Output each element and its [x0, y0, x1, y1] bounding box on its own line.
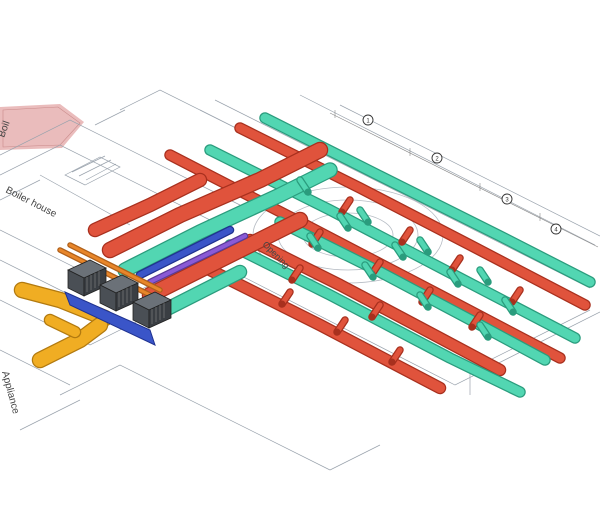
- return-grille-1-end: [399, 253, 407, 261]
- grid-bubble-label: 3: [505, 198, 509, 204]
- stair-icon: [64, 155, 121, 186]
- return-trunk-2: [159, 266, 246, 316]
- ahu-equipment: [64, 259, 172, 346]
- return-grille-10-end: [424, 303, 432, 311]
- supply-trunk-1: [103, 143, 327, 257]
- exhaust-duct-3: [45, 315, 80, 337]
- supply-trunk-3: [89, 174, 206, 236]
- return-branch-3: [225, 240, 525, 397]
- purple-pipe: [148, 234, 247, 284]
- exhaust-duct-2: [33, 318, 107, 367]
- return-grille-4-end: [304, 188, 312, 196]
- supply-diffuser-5-end: [398, 238, 406, 246]
- grid-bubble-icon: [501, 193, 513, 205]
- return-grille-9-end: [369, 273, 377, 281]
- pink-zone: Boil: [0, 104, 84, 150]
- duct-network: [13, 112, 596, 398]
- grid-bubble-label: 4: [554, 228, 558, 234]
- return-grille-0-end: [344, 224, 352, 232]
- grid-bubble-icon: [431, 152, 443, 164]
- appliance-label: Appliance: [0, 370, 21, 416]
- ahu-base: [64, 291, 156, 346]
- supply-branch-3: [245, 235, 505, 375]
- supply-branch-4: [195, 260, 445, 393]
- return-grille-11-end: [484, 333, 492, 341]
- return-grille-2-end: [454, 280, 462, 288]
- orange-pipe-2: [68, 243, 162, 292]
- return-branch-4: [275, 217, 550, 365]
- supply-diffuser-11-end: [288, 276, 296, 284]
- boiler-house-label: Boiler house: [4, 185, 59, 220]
- grid-bubble-icon: [550, 223, 562, 235]
- supply-diffuser-9-end: [333, 328, 341, 336]
- grid-bubble-icon: [362, 114, 374, 126]
- supply-diffuser-8-end: [278, 300, 286, 308]
- return-grille-8-end: [314, 244, 322, 252]
- return-grille-6-end: [424, 248, 432, 256]
- grid-bubble-label: 2: [435, 157, 439, 163]
- supply-diffuser-12-end: [368, 313, 376, 321]
- supply-diffuser-10-end: [388, 358, 396, 366]
- supply-diffuser-3-end: [468, 323, 476, 331]
- main-blue-trunk: [137, 227, 233, 278]
- return-grille-5-end: [364, 218, 372, 226]
- supply-trunk-2: [143, 213, 307, 302]
- grid-bubbles: 1 2 3 4: [362, 114, 562, 235]
- grid-bubble-label: 1: [366, 119, 370, 125]
- return-grille-7-end: [484, 278, 492, 286]
- return-grille-3-end: [509, 308, 517, 316]
